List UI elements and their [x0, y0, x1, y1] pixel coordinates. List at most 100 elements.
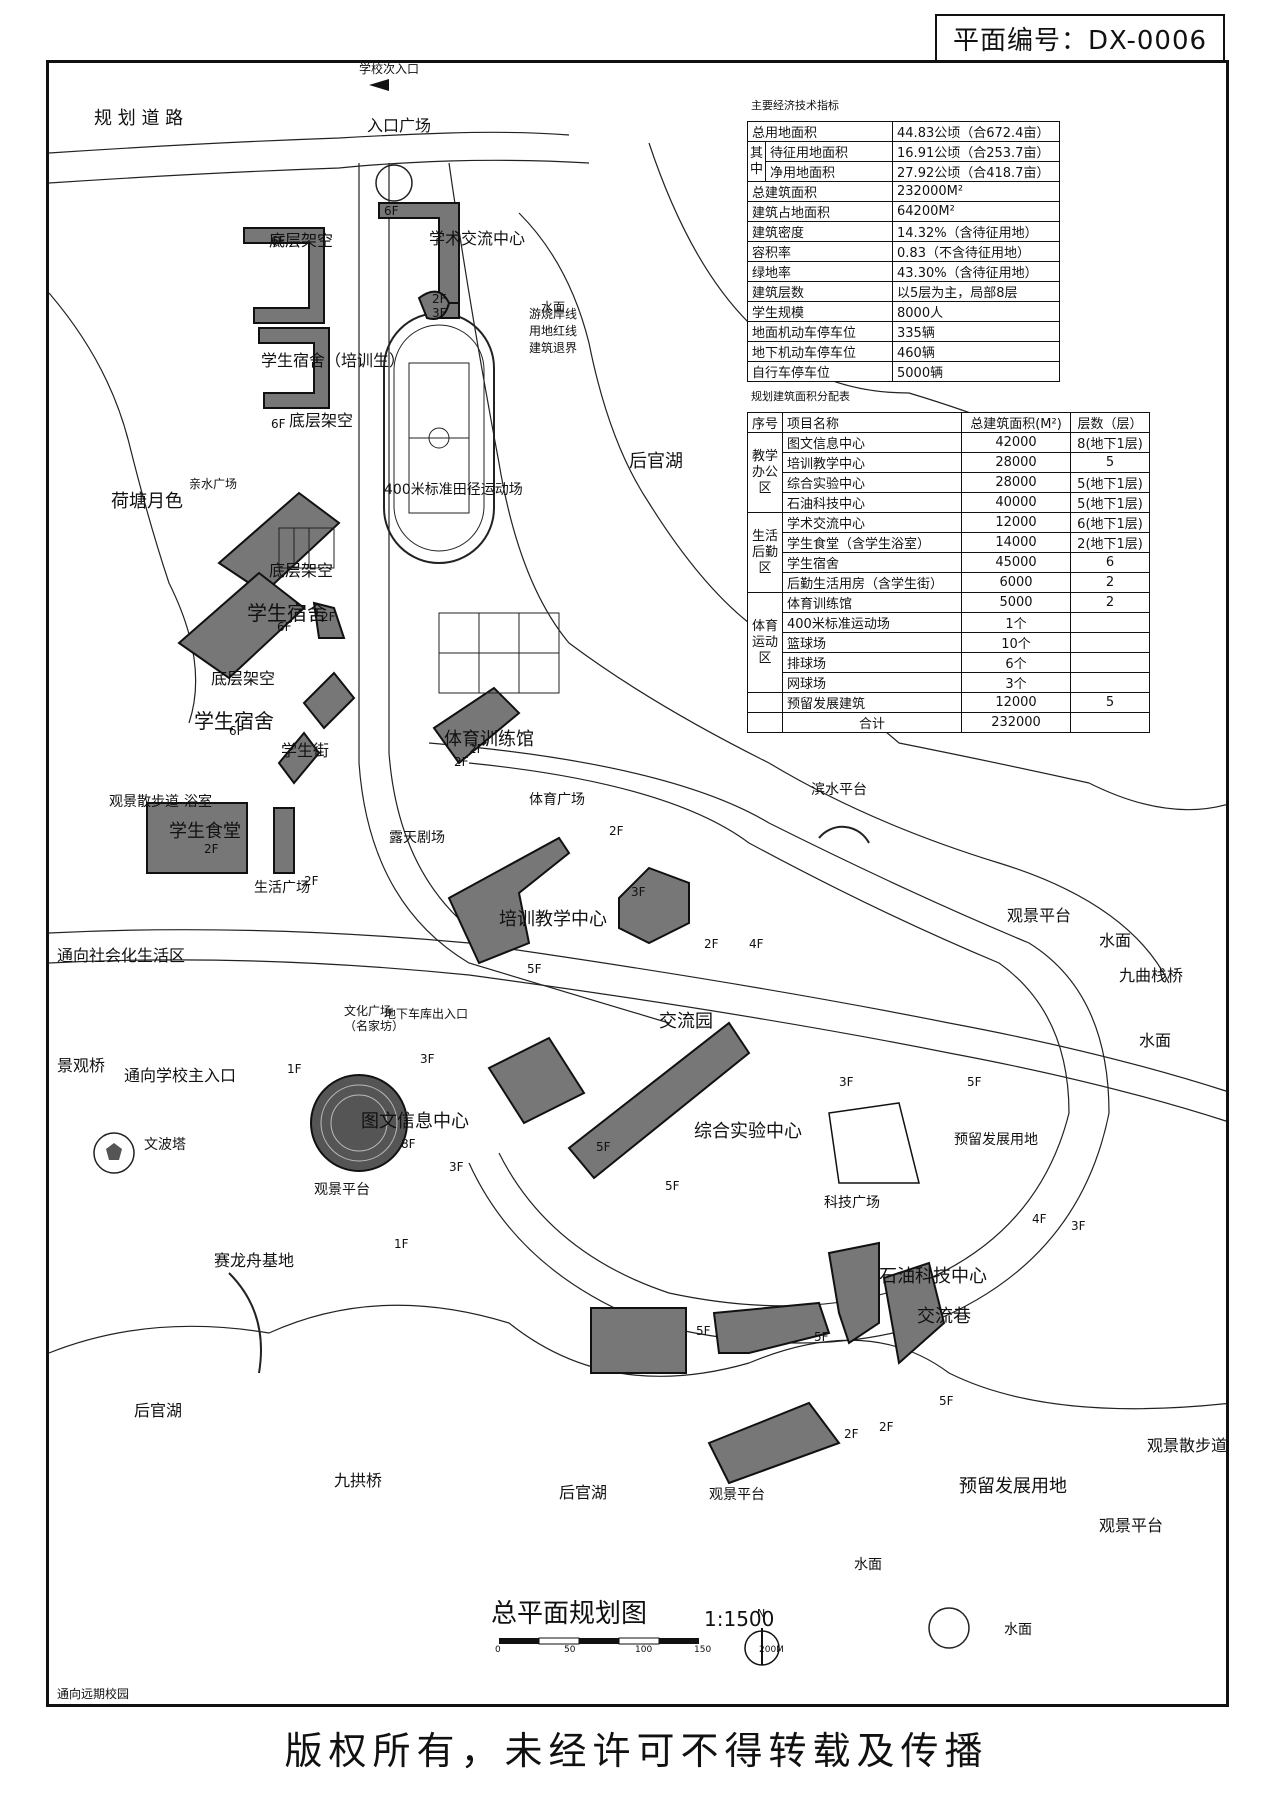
academic-exchange [378, 202, 460, 304]
econ-name: 绿地率 [746, 261, 894, 282]
student-street-b [277, 731, 321, 785]
econ-value: 43.30%（含待征用地） [892, 261, 1061, 282]
shore-west [49, 292, 197, 724]
map-label: 石油科技中心 [879, 1266, 987, 1287]
floor-marker: 5F [696, 1324, 711, 1338]
sheet-number: 平面编号：DX-0006 [935, 14, 1225, 62]
floor-marker: 3F [1071, 1219, 1086, 1233]
map-label: 后官湖 [559, 1483, 608, 1502]
south-roundabout [928, 1607, 970, 1649]
area-item: 学生食堂（含学生浴室） [782, 532, 963, 553]
floor-marker: 6F [277, 620, 292, 634]
area-value: 3个 [961, 672, 1072, 693]
map-label: 观景散步道 [1147, 1436, 1228, 1455]
area-value: 12000 [961, 692, 1072, 713]
map-label: 水面 [1139, 1031, 1172, 1050]
econ-name: 建筑占地面积 [746, 201, 894, 222]
map-label: 水面 [1099, 931, 1132, 950]
scale-bar [499, 1637, 699, 1645]
area-value: 28000 [961, 452, 1072, 473]
map-label: 水面 [541, 300, 566, 314]
floor-marker: 2F [704, 937, 719, 951]
canteen [146, 802, 248, 874]
map-label: 底层架空 [289, 411, 354, 430]
area-item: 体育训练馆 [782, 592, 963, 613]
map-label: 入口广场 [367, 116, 432, 135]
map-label: 文波塔 [144, 1137, 186, 1153]
area-item: 网球场 [782, 672, 963, 693]
petro-tech [712, 1301, 831, 1354]
area-item: 后勤生活用房（含学生街） [782, 572, 963, 593]
map-label: 荷塘月色 [111, 491, 183, 512]
area-value: 6000 [961, 572, 1072, 593]
floor-marker: 1F [287, 1062, 302, 1076]
area-value: 14000 [961, 532, 1072, 553]
area-item: 石油科技中心 [782, 492, 963, 513]
area-item: 预留发展建筑 [782, 692, 963, 713]
student-street-2f [312, 601, 346, 639]
floor-marker: 2F [469, 742, 484, 756]
area-floors: 6 [1070, 552, 1151, 573]
area-table-title: 规划建筑面积分配表 [751, 390, 850, 403]
area-header: 序号 [746, 412, 784, 433]
map-label: 后官湖 [134, 1401, 183, 1420]
floor-marker: 2F [844, 1427, 859, 1441]
map-title: 总平面规划图 [491, 1599, 648, 1629]
area-floors [1070, 652, 1151, 673]
floor-marker: 3F [839, 1075, 854, 1089]
planned-road-edge [49, 131, 570, 154]
floor-marker: 2F [454, 755, 469, 769]
floor-marker: 3F [449, 1160, 464, 1174]
map-label: 通向远期校园 [57, 1687, 130, 1701]
econ-name: 建筑层数 [746, 281, 894, 302]
map-label: 观景平台 [314, 1182, 370, 1198]
area-item: 学术交流中心 [782, 512, 963, 533]
road-east [448, 162, 1170, 984]
area-header: 项目名称 [782, 412, 963, 433]
petro-tech-north [827, 1241, 880, 1345]
map-label: 科技广场 [824, 1195, 880, 1211]
floor-marker: 6F [271, 234, 286, 248]
planned-road-edge-2 [49, 159, 590, 184]
floor-marker: 5F [665, 1179, 680, 1193]
floor-marker: 4F [749, 937, 764, 951]
floor-marker: 4F [1032, 1212, 1047, 1226]
petro-south [707, 1401, 841, 1485]
map-label: 体育广场 [529, 792, 585, 808]
econ-table-title: 主要经济技术指标 [751, 99, 839, 112]
area-item: 学生宿舍 [782, 552, 963, 573]
map-label: 用地红线 [529, 324, 578, 338]
scale-tick: 100 [635, 1645, 653, 1655]
area-floors [1070, 672, 1151, 693]
map-label: 通向社会化生活区 [57, 946, 186, 965]
floor-marker: 5F [939, 1394, 954, 1408]
entrance-roundabout [375, 164, 413, 202]
area-floors: 5 [1070, 692, 1151, 713]
map-label: 文化广场 [344, 1004, 393, 1018]
map-label: 露天剧场 [389, 830, 445, 846]
floor-marker: 6F [384, 204, 399, 218]
area-value: 45000 [961, 552, 1072, 573]
econ-value: 16.91公顷（合253.7亩） [892, 141, 1061, 162]
econ-name: 学生规模 [746, 301, 894, 322]
training-teaching-east [618, 866, 690, 945]
area-header: 总建筑面积(M²) [961, 412, 1072, 433]
map-label: 景观桥 [57, 1056, 106, 1075]
area-group: 体育运动区 [746, 592, 784, 693]
area-group: 教学办公区 [746, 432, 784, 513]
waterfront-platform-arc [818, 825, 870, 844]
canteen-2f [273, 807, 295, 874]
training-teaching [447, 836, 571, 965]
area-value: 42000 [961, 432, 1072, 453]
map-label: 学生街 [281, 741, 330, 760]
floor-marker: 5F [596, 1140, 611, 1154]
econ-value: 460辆 [892, 341, 1061, 362]
area-total-value: 232000 [961, 712, 1072, 733]
floor-marker: 3F [420, 1052, 435, 1066]
area-item: 图文信息中心 [782, 432, 963, 453]
map-label: 学生食堂 [169, 821, 241, 842]
floor-marker: 8F [401, 1137, 416, 1151]
map-label: 建筑退界 [529, 341, 578, 355]
area-item: 400米标准运动场 [782, 612, 963, 633]
